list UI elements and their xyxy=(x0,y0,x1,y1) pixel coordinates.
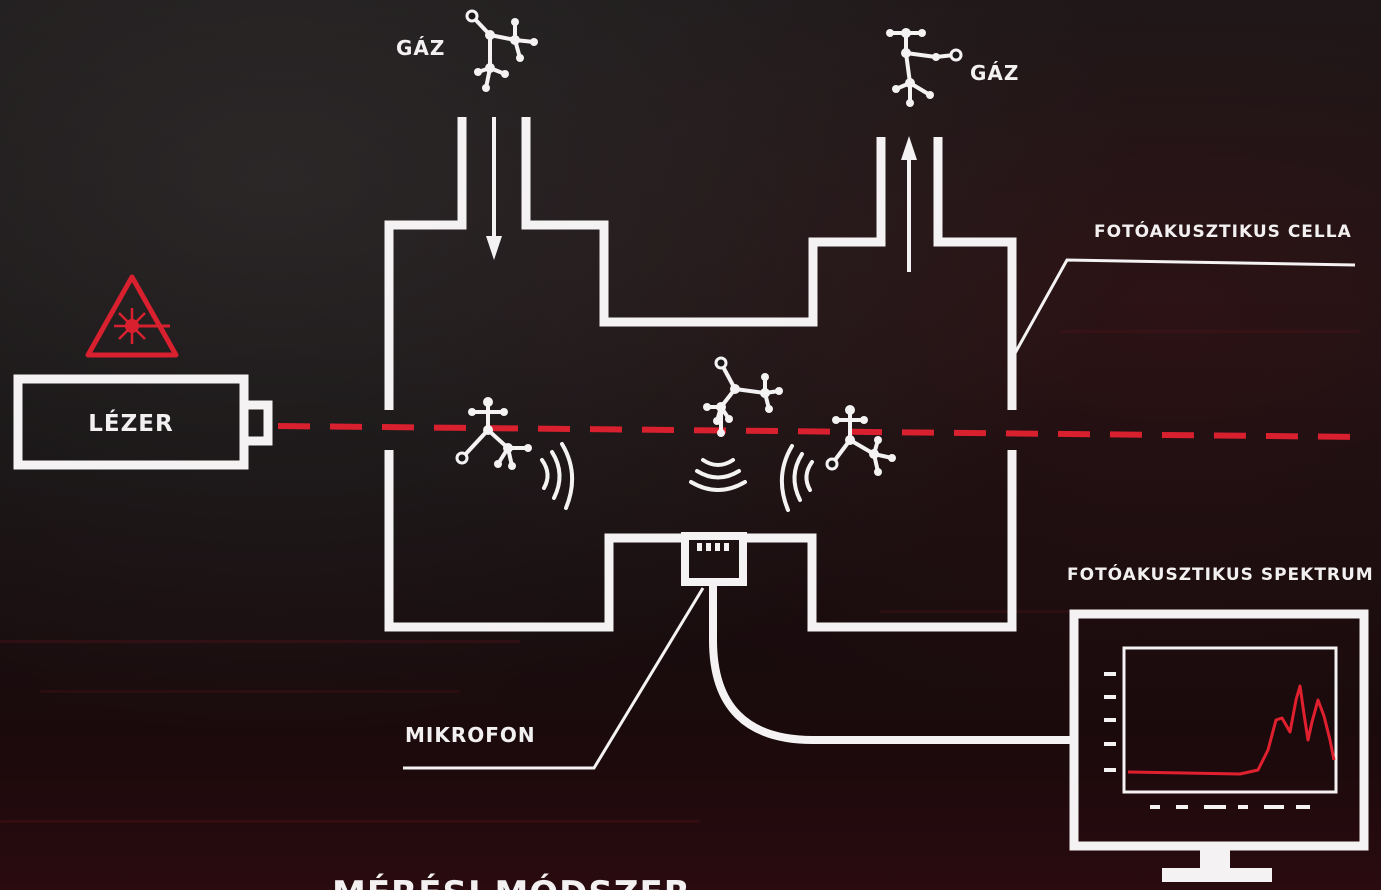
background-streak xyxy=(40,690,460,693)
laser-device: LÉZER xyxy=(13,374,273,470)
molecule-icon xyxy=(465,9,538,92)
gas-in-label: GÁZ xyxy=(396,36,445,60)
method-title-partial: MÉRÉSI MÓDSZER xyxy=(332,873,691,890)
gas-out-label: GÁZ xyxy=(970,61,1019,85)
monitor-icon xyxy=(1069,609,1369,882)
molecule-icon xyxy=(455,397,532,470)
molecule-icon xyxy=(703,356,783,437)
background-streak xyxy=(0,640,520,643)
gas-outlet-arrow xyxy=(901,136,917,272)
cell-leader xyxy=(1012,258,1356,356)
spectrum-curve xyxy=(1127,684,1336,776)
sound-wave-icon xyxy=(689,458,747,492)
microphone-leader xyxy=(403,587,705,770)
laser-label: LÉZER xyxy=(88,409,173,437)
cell-label: FOTÓAKUSZTIKUS CELLA xyxy=(1094,220,1352,242)
background-streak xyxy=(880,610,1080,613)
photoacoustic-cell xyxy=(384,117,1017,632)
laser-warning-icon xyxy=(85,274,179,358)
microphone-icon xyxy=(681,532,747,586)
microphone-label: MIKROFON xyxy=(405,723,536,747)
background-streak xyxy=(1060,330,1360,333)
background-streak xyxy=(0,820,700,823)
microphone-cable xyxy=(709,584,1072,744)
spectrum-label: FOTÓAKUSZTIKUS SPEKTRUM xyxy=(1067,563,1374,585)
molecule-icon xyxy=(825,405,896,476)
sound-wave-icon xyxy=(779,444,814,512)
sound-wave-icon xyxy=(540,442,575,510)
gas-inlet-arrow xyxy=(486,117,502,260)
laser-beam xyxy=(277,423,1366,440)
molecule-icon xyxy=(886,28,963,107)
